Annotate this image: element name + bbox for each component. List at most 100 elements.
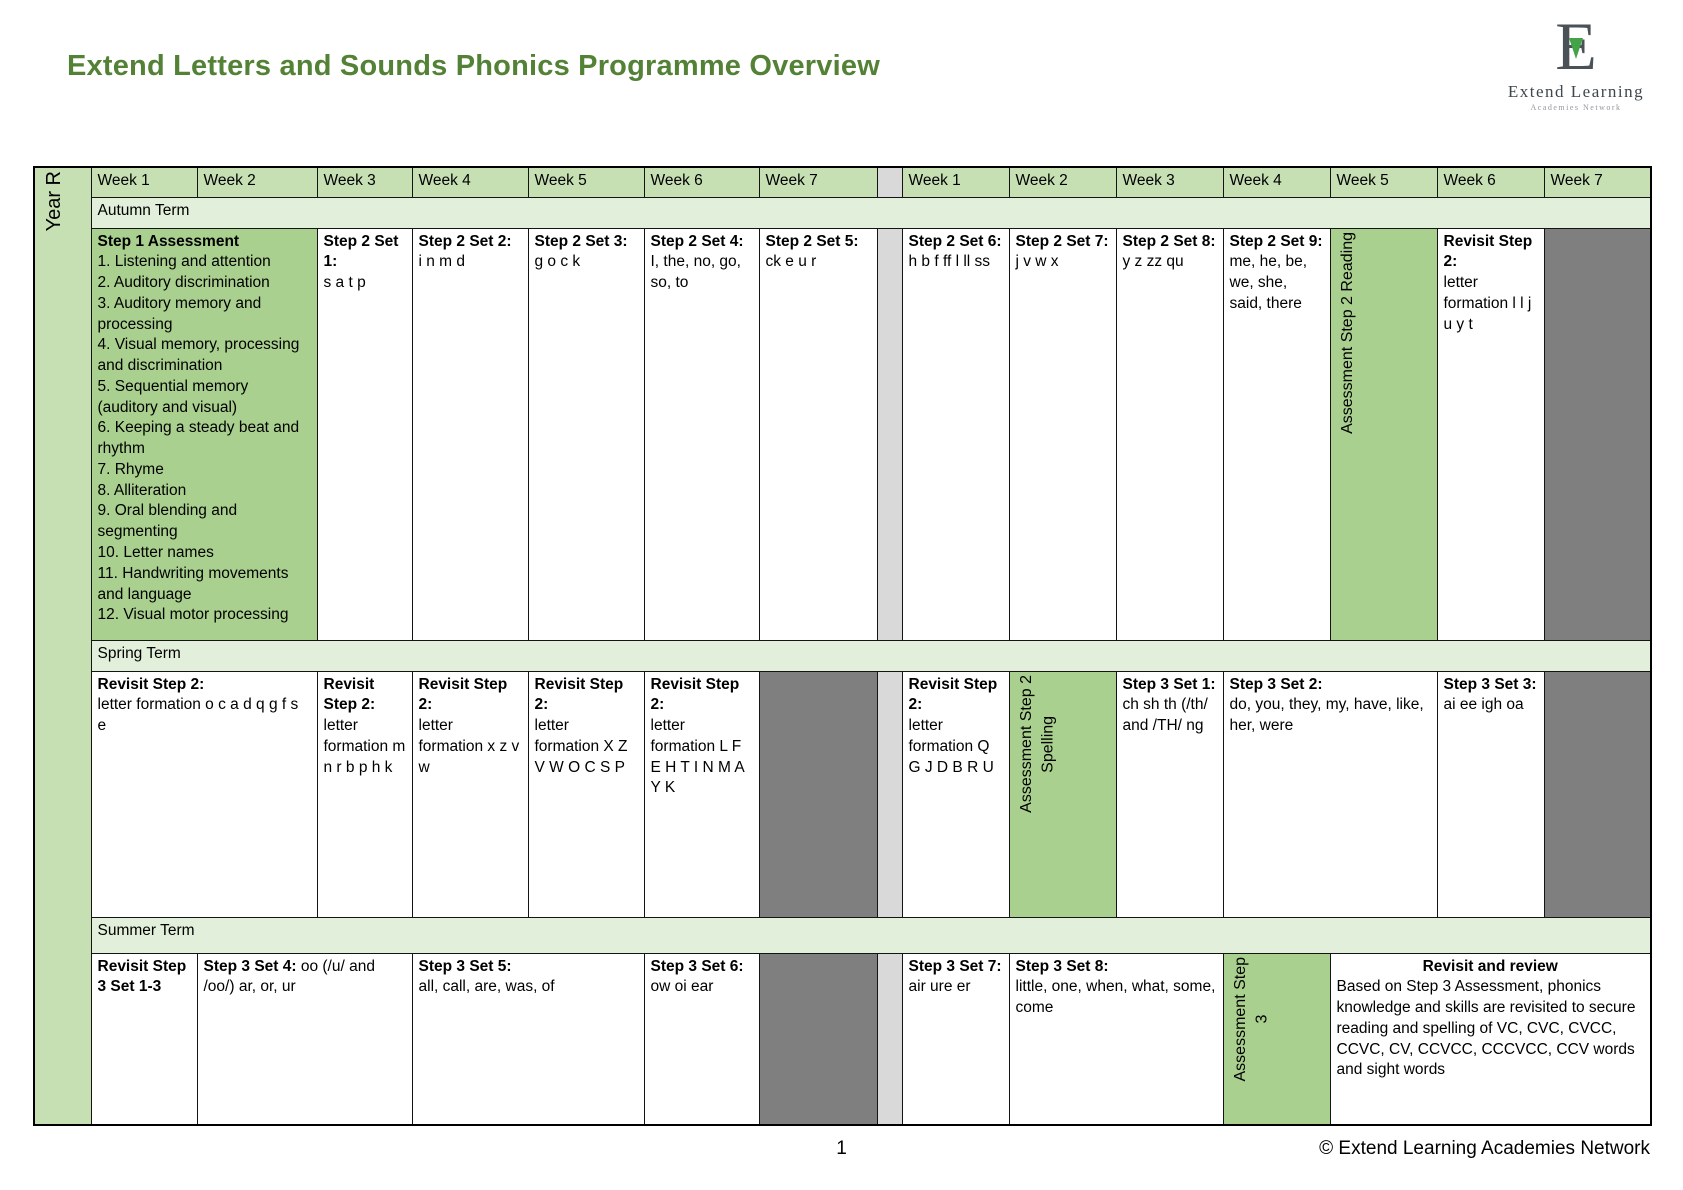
cell-title: Step 3 Set 4: xyxy=(203,957,297,975)
summer-week4-5-cell: Step 3 Set 5: all, call, are, was, of xyxy=(411,952,645,1126)
copyright-text: © Extend Learning Academies Network xyxy=(1319,1138,1650,1159)
cell-title: Revisit Step 3 Set 1-3 xyxy=(97,957,187,996)
autumn-content-row: Step 1 Assessment 1. Listening and atten… xyxy=(34,227,1652,641)
logo-subtitle: Academies Network xyxy=(1530,103,1622,112)
summer-week1-cell: Revisit Step 3 Set 1-3 xyxy=(90,952,198,1126)
spring-week3-cell: Revisit Step 2: letter formation m n r b… xyxy=(316,670,413,918)
spring-term-banner: Spring Term xyxy=(90,639,1652,672)
autumn-right-week6-cell: Revisit Step 2: letter formation l l j u… xyxy=(1436,227,1545,641)
cell-title: Step 3 Set 3: xyxy=(1443,675,1537,693)
cell-body: letter formation l l j u y t xyxy=(1443,274,1532,333)
cell-title: Step 3 Set 7: xyxy=(908,957,1002,975)
blank-dark-cell xyxy=(1543,670,1652,918)
cell-title: Step 1 Assessment xyxy=(97,232,240,250)
logo-e-monogram: E xyxy=(1555,12,1597,80)
week-header-left-7: Week 7 xyxy=(758,166,878,198)
summer-term-banner: Summer Term xyxy=(90,916,1652,954)
cell-body: letter formation m n r b p h k xyxy=(323,717,406,776)
spring-week4-cell: Revisit Step 2: letter formation x z v w xyxy=(411,670,529,918)
spring-right-week6-cell: Step 3 Set 3: ai ee igh oa xyxy=(1436,670,1545,918)
spring-week5-cell: Revisit Step 2: letter formation X Z V W… xyxy=(527,670,645,918)
blank-dark-cell xyxy=(1543,227,1652,641)
cell-title: Step 3 Set 1: xyxy=(1122,675,1216,693)
extend-learning-logo: E Extend Learning Academies Network xyxy=(1488,12,1664,112)
week-header-row: Year R Week 1 Week 2 Week 3 Week 4 Week … xyxy=(33,166,1652,1126)
cell-title: Revisit Step 2: xyxy=(97,675,205,693)
autumn-term-banner: Autumn Term xyxy=(90,196,1652,229)
cell-body: me, he, be, we, she, said, there xyxy=(1229,253,1308,312)
cell-body: ow oi ear xyxy=(650,978,714,996)
autumn-right-week2-cell: Step 2 Set 7: j v w x xyxy=(1008,227,1117,641)
spring-content-row: Revisit Step 2: letter formation o c a d… xyxy=(34,670,1652,918)
year-r-cell: Year R xyxy=(33,166,92,1126)
cell-body: little, one, when, what, some, come xyxy=(1015,978,1216,1017)
cell-title: Revisit Step 2: xyxy=(323,675,376,714)
cell-title: Step 3 Set 2: xyxy=(1229,675,1323,693)
assessment-item: 7. Rhyme xyxy=(97,460,164,478)
cell-body: letter formation Q G J D B R U xyxy=(908,717,994,776)
week-header-right-5: Week 5 xyxy=(1329,166,1438,198)
week-header-left-3: Week 3 xyxy=(316,166,413,198)
cell-title: Revisit and review xyxy=(1422,957,1558,975)
assessment-item: 9. Oral blending and segmenting xyxy=(97,502,238,541)
autumn-week6-cell: Step 2 Set 4: I, the, no, go, so, to xyxy=(643,227,760,641)
autumn-right-week3-cell: Step 2 Set 8: y z zz qu xyxy=(1115,227,1224,641)
blank-dark-cell xyxy=(758,670,878,918)
cell-title: Step 2 Set 1: xyxy=(323,232,399,271)
autumn-right-week4-cell: Step 2 Set 9: me, he, be, we, she, said,… xyxy=(1222,227,1331,641)
assessment-item: 10. Letter names xyxy=(97,543,214,561)
assessment-step2-reading-cell: Assessment Step 2 Reading xyxy=(1329,227,1438,641)
summer-content-row: Revisit Step 3 Set 1-3 Step 3 Set 4: oo … xyxy=(34,952,1652,1126)
summer-right-week2-3-cell: Step 3 Set 8: little, one, when, what, s… xyxy=(1008,952,1224,1126)
logo-leaf-icon xyxy=(1569,38,1584,59)
autumn-week4-cell: Step 2 Set 2: i n m d xyxy=(411,227,529,641)
autumn-banner-row: Autumn Term xyxy=(34,196,1652,229)
assessment-item: 3. Auditory memory and processing xyxy=(97,294,262,333)
week-header-right-3: Week 3 xyxy=(1115,166,1224,198)
cell-title: Step 3 Set 8: xyxy=(1015,957,1109,975)
cell-body: ck e u r xyxy=(765,253,817,271)
autumn-right-week1-cell: Step 2 Set 6: h b f ff l ll ss xyxy=(901,227,1010,641)
gap-column-cell xyxy=(876,952,903,1126)
spring-right-week4-5-cell: Step 3 Set 2: do, you, they, my, have, l… xyxy=(1222,670,1438,918)
summer-banner-row: Summer Term xyxy=(34,916,1652,954)
summer-revisit-review-cell: Revisit and review Based on Step 3 Asses… xyxy=(1329,952,1652,1126)
cell-title: Revisit Step 2: xyxy=(908,675,998,714)
cell-body: do, you, they, my, have, like, her, were xyxy=(1229,696,1424,735)
cell-body: letter formation x z v w xyxy=(418,717,520,776)
cell-body: h b f ff l ll ss xyxy=(908,253,991,271)
cell-title: Step 3 Set 5: xyxy=(418,957,512,975)
cell-title: Step 3 Set 6: xyxy=(650,957,744,975)
cell-title: Step 2 Set 5: xyxy=(765,232,859,250)
assessment-item: 1. Listening and attention xyxy=(97,253,271,271)
cell-body: letter formation L F E H T I N M A Y K xyxy=(650,717,744,797)
page-number: 1 xyxy=(836,1138,847,1159)
week-header-left-4: Week 4 xyxy=(411,166,529,198)
week-header-right-7: Week 7 xyxy=(1543,166,1652,198)
spring-week6-cell: Revisit Step 2: letter formation L F E H… xyxy=(643,670,760,918)
cell-title: Step 2 Set 2: xyxy=(418,232,512,250)
cell-body: ch sh th (/th/ and /TH/ ng xyxy=(1122,696,1208,735)
cell-body: I, the, no, go, so, to xyxy=(650,253,741,292)
cell-title: Revisit Step 2: xyxy=(650,675,740,714)
logo-name: Extend Learning xyxy=(1507,82,1645,101)
assessment-item: 2. Auditory discrimination xyxy=(97,274,270,292)
week-header-right-4: Week 4 xyxy=(1222,166,1331,198)
page-title: Extend Letters and Sounds Phonics Progra… xyxy=(67,50,880,82)
week-header-right-2: Week 2 xyxy=(1008,166,1117,198)
assessment-item: 6. Keeping a steady beat and rhythm xyxy=(97,419,300,458)
cell-title: Step 2 Set 4: xyxy=(650,232,744,250)
summer-week2-3-cell: Step 3 Set 4: oo (/u/ and /oo/) ar, or, … xyxy=(196,952,413,1126)
week-header-left-2: Week 2 xyxy=(196,166,318,198)
cell-body: Based on Step 3 Assessment, phonics know… xyxy=(1336,978,1636,1079)
cell-body: letter formation o c a d q g f s e xyxy=(97,696,299,735)
week-header-right-1: Week 1 xyxy=(901,166,1010,198)
gap-column-cell xyxy=(876,670,903,918)
cell-title: Step 2 Set 9: xyxy=(1229,232,1323,250)
cell-body: j v w x xyxy=(1015,253,1059,271)
autumn-week5-cell: Step 2 Set 3: g o c k xyxy=(527,227,645,641)
